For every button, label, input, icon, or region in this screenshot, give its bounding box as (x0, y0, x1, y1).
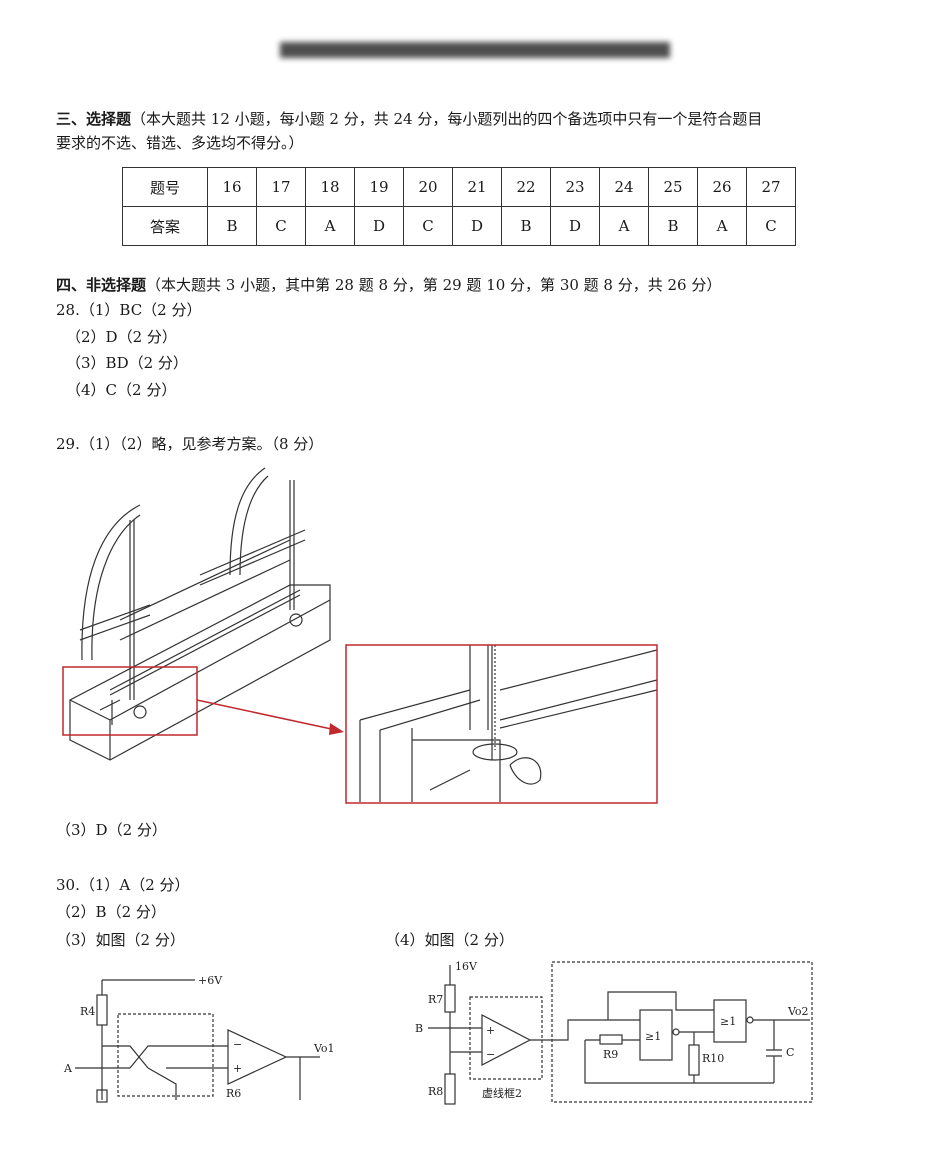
cell: C (403, 206, 453, 246)
minus-sign: − (233, 1038, 242, 1051)
q30-line: 30.（1）A（2 分） (56, 876, 190, 894)
cell: C (256, 206, 306, 246)
label-r7: R7 (428, 993, 443, 1006)
label-c: C (786, 1046, 794, 1059)
arrow-line (196, 699, 337, 731)
inset-detail (359, 645, 658, 802)
plus-sign: + (233, 1062, 242, 1075)
plus-sign: + (486, 1024, 495, 1037)
cell: B (501, 206, 551, 246)
label-r10: R10 (702, 1052, 724, 1065)
cell: 23 (550, 167, 600, 207)
section3-desc: （本大题共 12 小题，每小题 2 分，共 24 分，每小题列出的四个备选项中只… (131, 110, 763, 128)
label-supply: +6V (198, 974, 223, 987)
cell: 21 (452, 167, 502, 207)
cell: 19 (354, 167, 404, 207)
answer-table: 题号 16 17 18 19 20 21 22 23 24 25 26 27 答… (122, 167, 796, 246)
row-label: 题号 (122, 167, 208, 207)
highlight-box-inset (345, 644, 658, 804)
label-input-b: B (415, 1022, 423, 1035)
label-input-a: A (63, 1062, 73, 1075)
cell: 20 (403, 167, 453, 207)
circuit-1 (75, 979, 320, 1103)
circuit-1-labels: +6V R4 A Vo1 R6 − + (63, 974, 335, 1100)
label-vo2: Vo2 (787, 1005, 809, 1018)
label-r4: R4 (80, 1005, 95, 1018)
circuit-2 (428, 961, 813, 1105)
q30-line: （4）如图（2 分） (385, 931, 514, 949)
cell: B (207, 206, 257, 246)
cell: 27 (746, 167, 796, 207)
cell: C (746, 206, 796, 246)
q29-line: （3）D（2 分） (56, 821, 167, 839)
row-label: 答案 (122, 206, 208, 246)
cell: 17 (256, 167, 306, 207)
label-gate1: ≥1 (645, 1030, 661, 1043)
label-r9: R9 (603, 1048, 618, 1061)
arrow-head-icon (329, 723, 344, 735)
label-r6: R6 (226, 1087, 241, 1100)
q28-line: 28.（1）BC（2 分） (56, 301, 202, 319)
cell: B (648, 206, 698, 246)
cell: D (550, 206, 600, 246)
q29-line: 29.（1）（2）略，见参考方案。（8 分） (56, 435, 324, 453)
section4-header: 四、非选择题（本大题共 3 小题，其中第 28 题 8 分，第 29 题 10 … (56, 274, 721, 295)
page-title-cropped (280, 42, 670, 58)
highlight-box-small (62, 666, 198, 736)
label-r8: R8 (428, 1085, 443, 1098)
section4-desc: （本大题共 3 小题，其中第 28 题 8 分，第 29 题 10 分，第 30… (146, 276, 722, 294)
section4-heading: 四、非选择题 (56, 276, 147, 294)
cell: 26 (697, 167, 747, 207)
table-row-answers: 答案 B C A D C D B D A B A C (122, 206, 796, 246)
mechanism-drawing (69, 467, 331, 761)
label-gate2: ≥1 (720, 1015, 736, 1028)
minus-sign: − (486, 1048, 495, 1061)
section3-heading: 三、选择题 (56, 110, 132, 128)
q28-line: （3）BD（2 分） (66, 354, 188, 372)
q28-line: （4）C（2 分） (66, 381, 177, 399)
label-box2: 虚线框2 (482, 1086, 522, 1100)
cell: D (354, 206, 404, 246)
circuit-2-labels: 16V R7 B R8 虚线框2 ≥1 ≥1 Vo2 R9 R10 C + − (415, 960, 809, 1100)
label-vo1: Vo1 (313, 1042, 335, 1055)
q30-line: （3）如图（2 分） (56, 931, 185, 949)
cell: 18 (305, 167, 355, 207)
label-16v: 16V (455, 960, 478, 973)
q30-line: （2）B（2 分） (56, 903, 166, 921)
section3-header: 三、选择题（本大题共 12 小题，每小题 2 分，共 24 分，每小题列出的四个… (56, 108, 762, 129)
cell: 25 (648, 167, 698, 207)
section3-desc-line2: 要求的不选、错选、多选均不得分。） (56, 134, 304, 152)
q28-line: （2）D（2 分） (66, 328, 177, 346)
table-row-numbers: 题号 16 17 18 19 20 21 22 23 24 25 26 27 (122, 167, 796, 207)
